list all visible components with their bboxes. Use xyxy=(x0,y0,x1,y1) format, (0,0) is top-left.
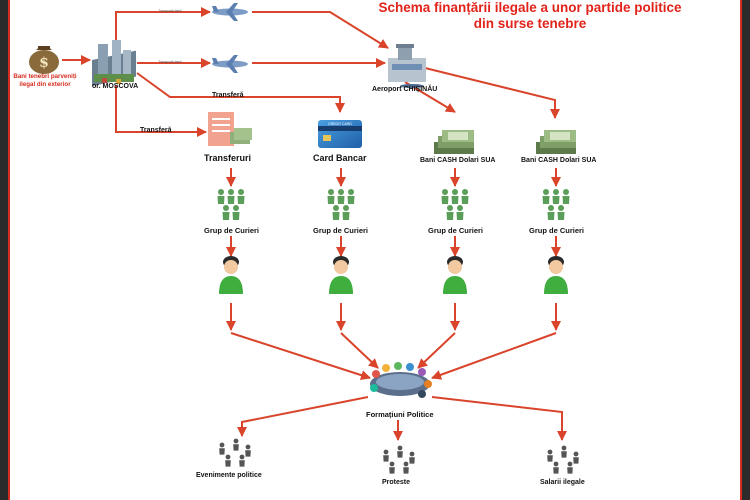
right-frame xyxy=(742,0,750,500)
flight-edge-label-1: Transportă banii xyxy=(158,9,182,13)
courier-person-icon xyxy=(542,189,550,204)
edge-l1-hub xyxy=(230,332,371,380)
crowd-person-icon xyxy=(245,444,251,457)
courier-leader-icon xyxy=(329,256,353,294)
couriers-label-4: Grup de Curieri xyxy=(529,226,585,235)
persons xyxy=(219,256,568,294)
courier-person-icon xyxy=(557,205,565,220)
crowd-person-icon xyxy=(553,461,559,474)
edge-moscow-flight1 xyxy=(115,7,211,48)
right-border xyxy=(740,0,742,500)
edge-hub-out3 xyxy=(431,396,567,441)
crowd-person-icon xyxy=(383,449,389,462)
output-label-1: Evenimente politice xyxy=(196,472,262,479)
courier-person-icon xyxy=(456,205,464,220)
courier-person-icon xyxy=(222,205,230,220)
crowd-person-icon xyxy=(397,445,403,458)
cash-label-2: Bani CASH Dolari SUA xyxy=(521,157,597,164)
output-groups xyxy=(219,438,579,474)
output-label-3: Salarii ilegale xyxy=(540,479,585,486)
crowd-person-icon xyxy=(219,442,225,455)
courier-person-icon xyxy=(337,189,345,204)
courier-person-icon xyxy=(451,189,459,204)
edge-l3-hub xyxy=(417,332,456,369)
left-frame xyxy=(0,0,8,500)
courier-person-icon xyxy=(332,205,340,220)
crowd-person-icon xyxy=(403,461,409,474)
courier-leader-icon xyxy=(443,256,467,294)
city-icon xyxy=(92,40,136,86)
svg-text:CREDIT CARD: CREDIT CARD xyxy=(328,122,352,126)
edge-hub-out1 xyxy=(237,396,369,437)
courier-person-icon xyxy=(342,205,350,220)
edge-l4-hub xyxy=(431,332,557,380)
airport-label: Aeroport CHIȘINĂU xyxy=(372,86,438,93)
crowd-person-icon xyxy=(561,445,567,458)
left-border xyxy=(8,0,10,500)
crowd-person-icon xyxy=(233,438,239,451)
svg-text:$: $ xyxy=(39,55,49,71)
couriers-label-2: Grup de Curieri xyxy=(313,226,369,235)
cash-stack-icon xyxy=(434,130,474,154)
courier-person-icon xyxy=(347,189,355,204)
crowd-person-icon xyxy=(239,454,245,467)
courier-person-icon xyxy=(562,189,570,204)
transfer-receipt-icon xyxy=(208,112,252,146)
plane-icon xyxy=(212,3,248,21)
crowd-person-icon xyxy=(573,451,579,464)
money-bag-icon: $ xyxy=(29,46,59,74)
courier-person-icon xyxy=(227,189,235,204)
diagram-title: Schema finanțării ilegale a unor partide… xyxy=(360,0,700,32)
couriers-label-1: Grup de Curieri xyxy=(204,226,260,235)
plane-icon xyxy=(212,55,248,73)
crowd-person-icon xyxy=(389,461,395,474)
courier-leader-icon xyxy=(544,256,568,294)
edge-l2-hub xyxy=(340,332,379,369)
transfer-edge-label-a: Transferă xyxy=(212,92,244,99)
source-label: Bani tenebri parveniți ilegal din exteri… xyxy=(13,73,77,88)
courier-person-icon xyxy=(217,189,225,204)
meeting-table-icon xyxy=(370,362,432,398)
courier-leader-icon xyxy=(219,256,243,294)
edge-moscow-card xyxy=(136,72,345,113)
courier-person-icon xyxy=(547,205,555,220)
crowd-person-icon xyxy=(409,451,415,464)
edge-airport-cash2 xyxy=(424,67,560,119)
crowd-person-icon xyxy=(225,454,231,467)
airport-icon xyxy=(388,44,426,88)
cash-stack-icon xyxy=(536,130,576,154)
card-label: Card Bancar xyxy=(313,153,367,163)
edge-moscow-transfers xyxy=(115,85,207,137)
title-line-2: din surse tenebre xyxy=(473,16,587,31)
transfers-label: Transferuri xyxy=(204,153,252,163)
courier-person-icon xyxy=(237,189,245,204)
cash-label-1: Bani CASH Dolari SUA xyxy=(420,157,496,164)
credit-card-icon: CREDIT CARD xyxy=(318,120,362,148)
courier-person-icon xyxy=(232,205,240,220)
title-line-1: Schema finanțării ilegale a unor partide… xyxy=(378,0,682,15)
courier-groups xyxy=(217,189,570,220)
moscow-label: or. MOSCOVA xyxy=(92,83,139,90)
courier-person-icon xyxy=(552,189,560,204)
crowd-person-icon xyxy=(567,461,573,474)
courier-person-icon xyxy=(327,189,335,204)
crowd-person-icon xyxy=(547,449,553,462)
output-label-2: Proteste xyxy=(382,479,411,486)
hub-label: Formațiuni Politice xyxy=(366,410,434,419)
edge-flight1-airport xyxy=(252,11,389,49)
couriers-label-3: Grup de Curieri xyxy=(428,226,484,235)
transfer-edge-label-b: Transferă xyxy=(140,127,172,134)
flight-edge-label-2: Transportă banii xyxy=(158,60,182,64)
courier-person-icon xyxy=(446,205,454,220)
courier-person-icon xyxy=(441,189,449,204)
courier-person-icon xyxy=(461,189,469,204)
